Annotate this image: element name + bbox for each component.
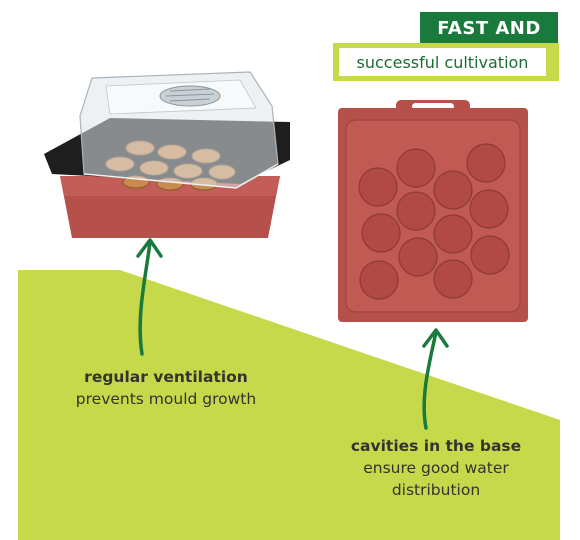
headline-bottom-box: successful cultivation — [339, 48, 546, 76]
ventilation-caption: regular ventilation prevents mould growt… — [46, 366, 286, 410]
cavities-text-line2: distribution — [391, 481, 481, 499]
headline-bottom-text: successful cultivation — [356, 52, 529, 72]
cavities-caption: cavities in the base ensure good water d… — [336, 435, 536, 501]
headline-top-text: FAST AND — [437, 17, 541, 39]
cavities-text-line1: ensure good water — [363, 459, 509, 477]
propagator-tray-image — [44, 71, 290, 238]
cavities-title: cavities in the base — [350, 437, 522, 455]
ventilation-text: prevents mould growth — [75, 390, 257, 408]
pellet-blister-tray-image — [338, 100, 528, 322]
ventilation-title: regular ventilation — [84, 368, 248, 386]
arrow-to-lid-icon — [136, 238, 163, 356]
headline-badge-top: FAST AND — [420, 12, 558, 44]
arrow-to-base-icon — [422, 328, 449, 430]
headline-badge-bottom: successful cultivation — [333, 43, 559, 81]
